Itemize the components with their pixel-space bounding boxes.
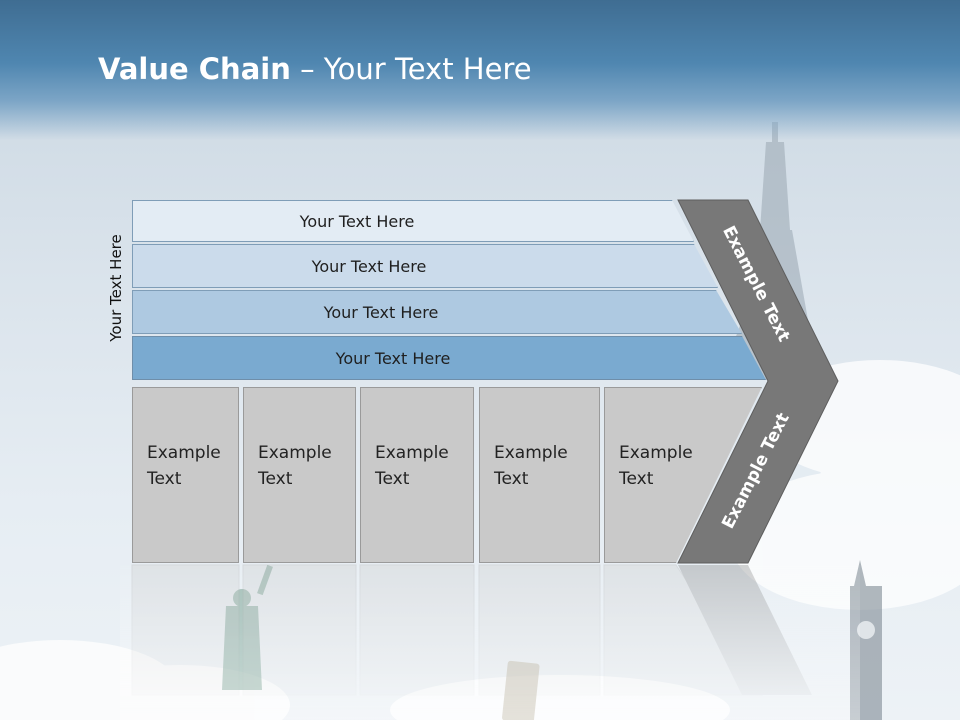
band-label: Your Text Here [335, 348, 451, 368]
box-line-1: Example [258, 443, 332, 463]
chevron-shape [677, 199, 839, 564]
header-banner [0, 0, 960, 140]
page-title: Value Chain – Your Text Here [98, 52, 532, 86]
band-1: Your Text Here [132, 200, 694, 242]
band-label: Your Text Here [323, 302, 439, 322]
box-line-1: Example [147, 443, 221, 463]
band-4: Your Text Here [132, 336, 766, 380]
box-line-2: Text [258, 469, 293, 489]
band-label: Your Text Here [299, 211, 415, 231]
title-rest: – Your Text Here [290, 52, 532, 86]
band-3: Your Text Here [132, 290, 742, 334]
box-line-1: Example [619, 443, 693, 463]
box-line-1: Example [494, 443, 568, 463]
title-bold: Value Chain [98, 52, 291, 86]
band-2: Your Text Here [132, 244, 718, 288]
box-line-2: Text [375, 469, 410, 489]
box-line-2: Text [494, 469, 529, 489]
band-label: Your Text Here [311, 256, 427, 276]
box-line-2: Text [147, 469, 182, 489]
box-line-2: Text [619, 469, 654, 489]
box-line-1: Example [375, 443, 449, 463]
